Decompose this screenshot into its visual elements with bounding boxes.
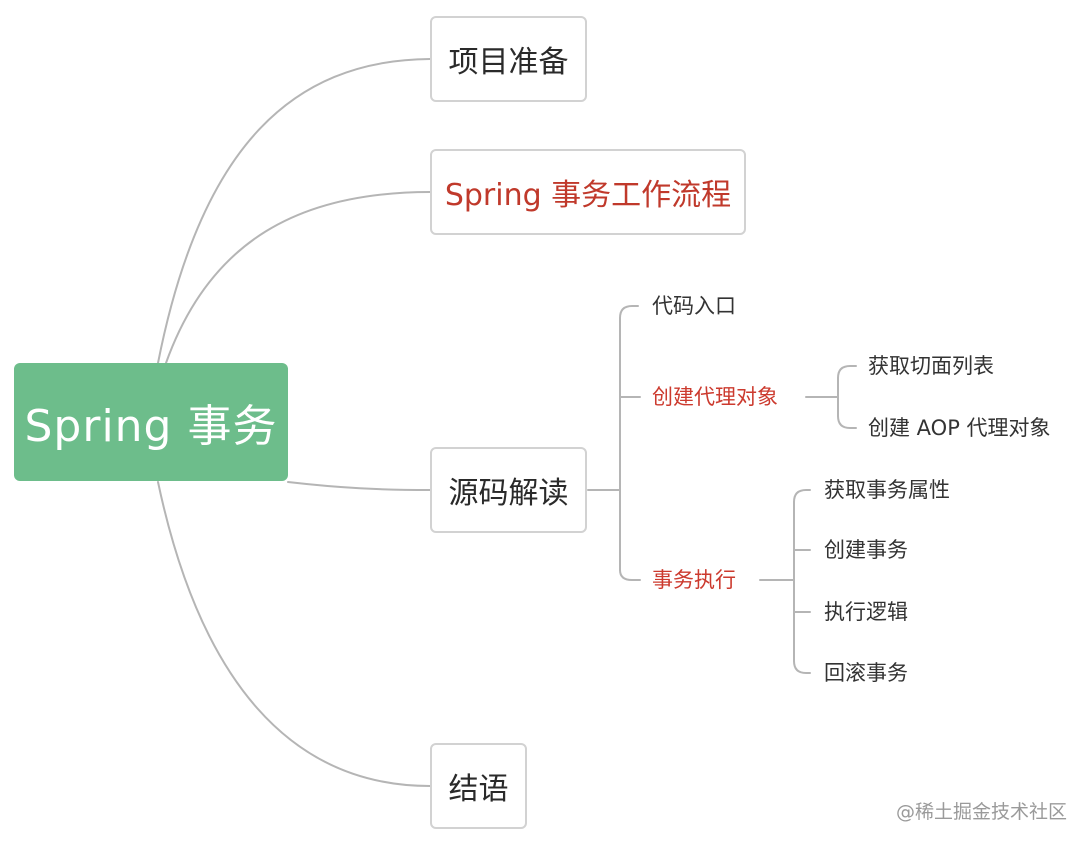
watermark: @稀土掘金技术社区 [896,801,1068,823]
node-exec-child-2[interactable]: 创建事务 [824,538,908,562]
node-source[interactable]: 源码解读 [430,447,587,533]
root-label: Spring 事务 [24,401,278,452]
node-conclusion-label: 结语 [448,772,509,807]
node-proxy-child-1[interactable]: 获取切面列表 [868,354,994,378]
node-prepare[interactable]: 项目准备 [430,16,587,102]
node-source-label: 源码解读 [448,476,569,511]
connector-source-entry [619,305,639,319]
node-conclusion[interactable]: 结语 [430,743,527,829]
node-entry[interactable]: 代码入口 [652,294,736,318]
connector-exec-child-4 [793,660,811,674]
connector-root-workflow [165,191,431,364]
connector-root-prepare [157,58,431,364]
connector-source-exec [619,569,641,581]
root-node[interactable]: Spring 事务 [14,363,288,481]
node-workflow[interactable]: Spring 事务工作流程 [430,149,746,235]
connector-proxy-child-2 [837,415,857,429]
node-workflow-label: Spring 事务工作流程 [444,178,732,213]
node-exec-child-1[interactable]: 获取事务属性 [824,478,950,502]
node-create-proxy[interactable]: 创建代理对象 [652,385,778,409]
node-prepare-label: 项目准备 [448,45,569,80]
connector-exec-child-1 [793,489,811,503]
connector-proxy-child-1 [837,365,857,379]
node-exec-child-4[interactable]: 回滚事务 [824,661,908,685]
connector-root-conclusion [157,481,431,787]
node-tx-exec[interactable]: 事务执行 [652,568,736,592]
node-exec-child-3[interactable]: 执行逻辑 [824,600,908,624]
node-proxy-child-2[interactable]: 创建 AOP 代理对象 [868,416,1051,440]
connector-root-source [287,481,431,491]
